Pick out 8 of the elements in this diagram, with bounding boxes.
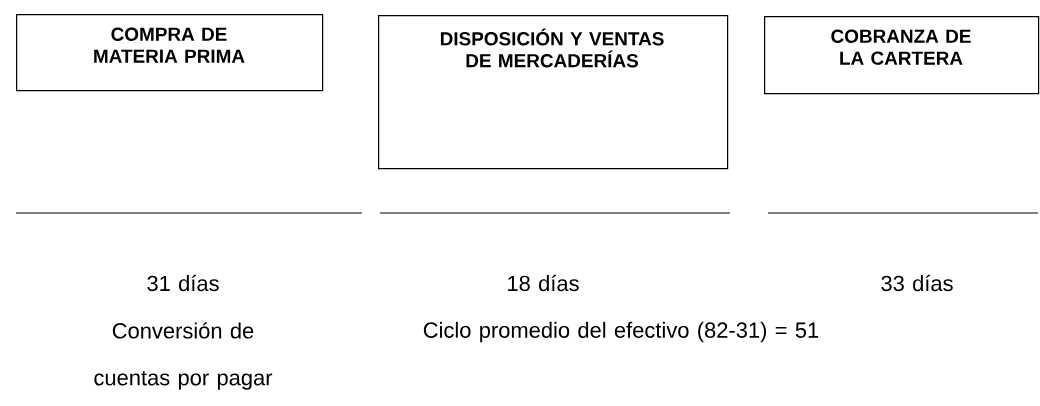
process-box: COMPRA DE MATERIA PRIMA (16, 14, 324, 92)
day-label: 31 días (147, 274, 219, 292)
day-label: Conversión de cuentas por pagar (94, 322, 273, 390)
day-label: 33 días (881, 274, 953, 292)
process-box: DISPOSICIÓN Y VENTAS DE MERCADERÍAS (378, 15, 729, 170)
process-box: COBRANZA DE LA CARTERA (764, 16, 1040, 95)
day-label: 18 días (508, 274, 579, 292)
day-label: Ciclo promedio del efectivo (82-31) = 51 (423, 321, 819, 343)
